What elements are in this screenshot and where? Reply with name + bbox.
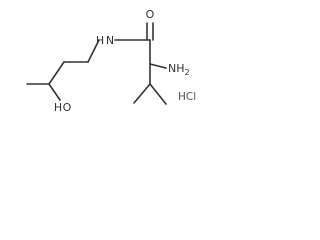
amide-n-to-chain-bond [87,39,100,63]
beta-carbon-to-methyl-right-bond [149,83,167,105]
carbinol-to-hydroxyl-bond [48,83,61,101]
atom-label-layer: O H N NH2 H O HCl [54,8,196,114]
amide-nitrogen-label: N [106,34,114,47]
alpha-carbon-to-amine-bond [149,63,167,69]
amine-nh-text: NH [168,62,185,75]
amide-hydrogen-label: H [96,34,104,47]
carbonyl-oxygen-label: O [146,8,155,21]
amine-label: NH2 [168,62,190,77]
bond-layer [26,22,167,105]
amine-subscript-text: 2 [185,68,190,77]
hydroxyl-hydrogen-label: H [54,101,62,114]
chemical-structure-diagram: O H N NH2 H O HCl [26,8,196,114]
beta-carbon-to-methyl-left-bond [133,83,151,104]
salt-label: HCl [178,91,196,103]
hydroxyl-oxygen-label: O [63,101,72,114]
chain-carbon-2-to-3-bond [48,61,65,85]
